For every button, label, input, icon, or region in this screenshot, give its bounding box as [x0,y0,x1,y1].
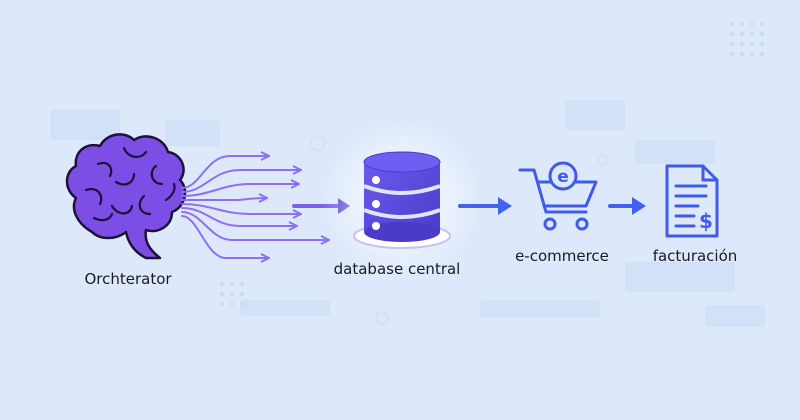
orchestrator-label: Orchterator [84,270,172,288]
arrow-to-ecommerce [458,197,512,215]
ecommerce-label: e-commerce [515,247,609,265]
cart-badge [548,161,578,191]
cart-badge-letter: e [557,167,569,187]
arrow-to-billing [608,197,646,215]
invoice-icon: $ [665,164,719,238]
database-icon [322,120,482,280]
fan-out-arrows [181,156,328,258]
dot-grid-decoration [220,22,764,306]
database-label: database central [333,260,461,278]
background-decoration [50,100,765,327]
shopping-cart-icon: e [518,161,598,231]
dollar-sign: $ [699,209,713,233]
brain-icon [65,133,187,260]
billing-label: facturación [652,247,738,265]
